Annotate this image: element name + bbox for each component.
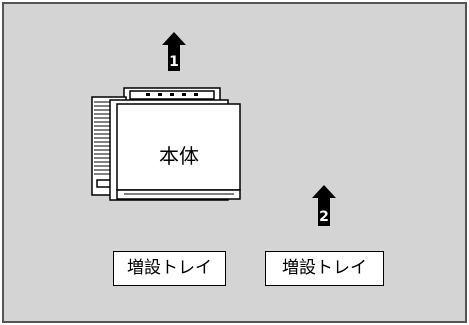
arrow-1-number: 1	[169, 54, 179, 70]
expansion-tray-1-label: 増設トレイ	[113, 251, 226, 286]
arrow-1-icon: 1	[162, 32, 186, 71]
printer-illustration	[91, 87, 241, 201]
arrow-2-number: 2	[319, 209, 329, 225]
arrow-2-icon: 2	[312, 185, 336, 226]
printer-body-label: 本体	[159, 144, 199, 168]
expansion-tray-2-label: 増設トレイ	[265, 251, 384, 286]
